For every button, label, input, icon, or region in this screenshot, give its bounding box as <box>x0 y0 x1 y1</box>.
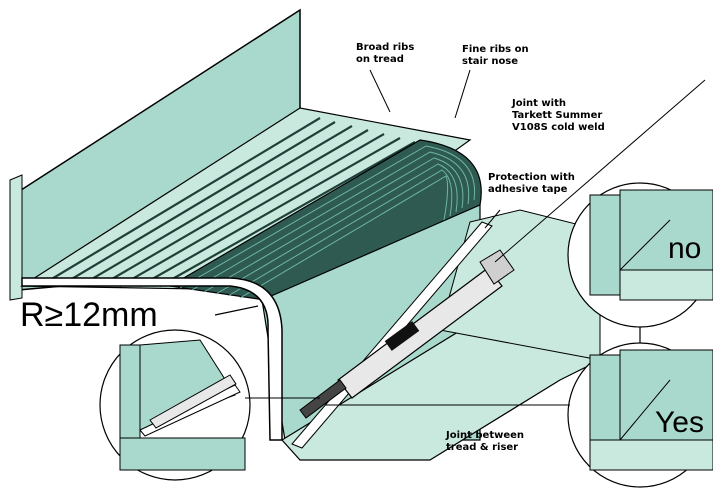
label-joint-with: Joint with Tarkett Summer V108S cold wel… <box>511 98 606 133</box>
yes-label: Yes <box>655 406 704 439</box>
leader-fine <box>454 69 471 119</box>
weld-tube <box>299 249 515 419</box>
leader-broad <box>369 69 391 113</box>
leader-radius <box>214 305 259 316</box>
tread-surface <box>20 107 472 291</box>
label-protection: Protection with adhesive tape <box>488 172 578 195</box>
label-broad-ribs: Broad ribs on tread <box>356 42 418 65</box>
radius-label: R≥12mm <box>20 296 158 334</box>
no-label: no <box>668 232 701 265</box>
detail-circle-no <box>567 182 713 328</box>
profile-edge <box>21 277 283 441</box>
leader-tube <box>494 79 706 263</box>
detail-circle-yes <box>567 342 713 488</box>
nose-ribs <box>179 145 476 299</box>
label-joint-between: Joint between tread & riser <box>445 430 528 453</box>
left-edge <box>9 174 23 301</box>
label-fine-ribs: Fine ribs on stair nose <box>462 44 532 67</box>
detail-circle-left <box>99 329 251 481</box>
leader-tape <box>484 209 501 229</box>
tread-ribs <box>39 117 416 287</box>
